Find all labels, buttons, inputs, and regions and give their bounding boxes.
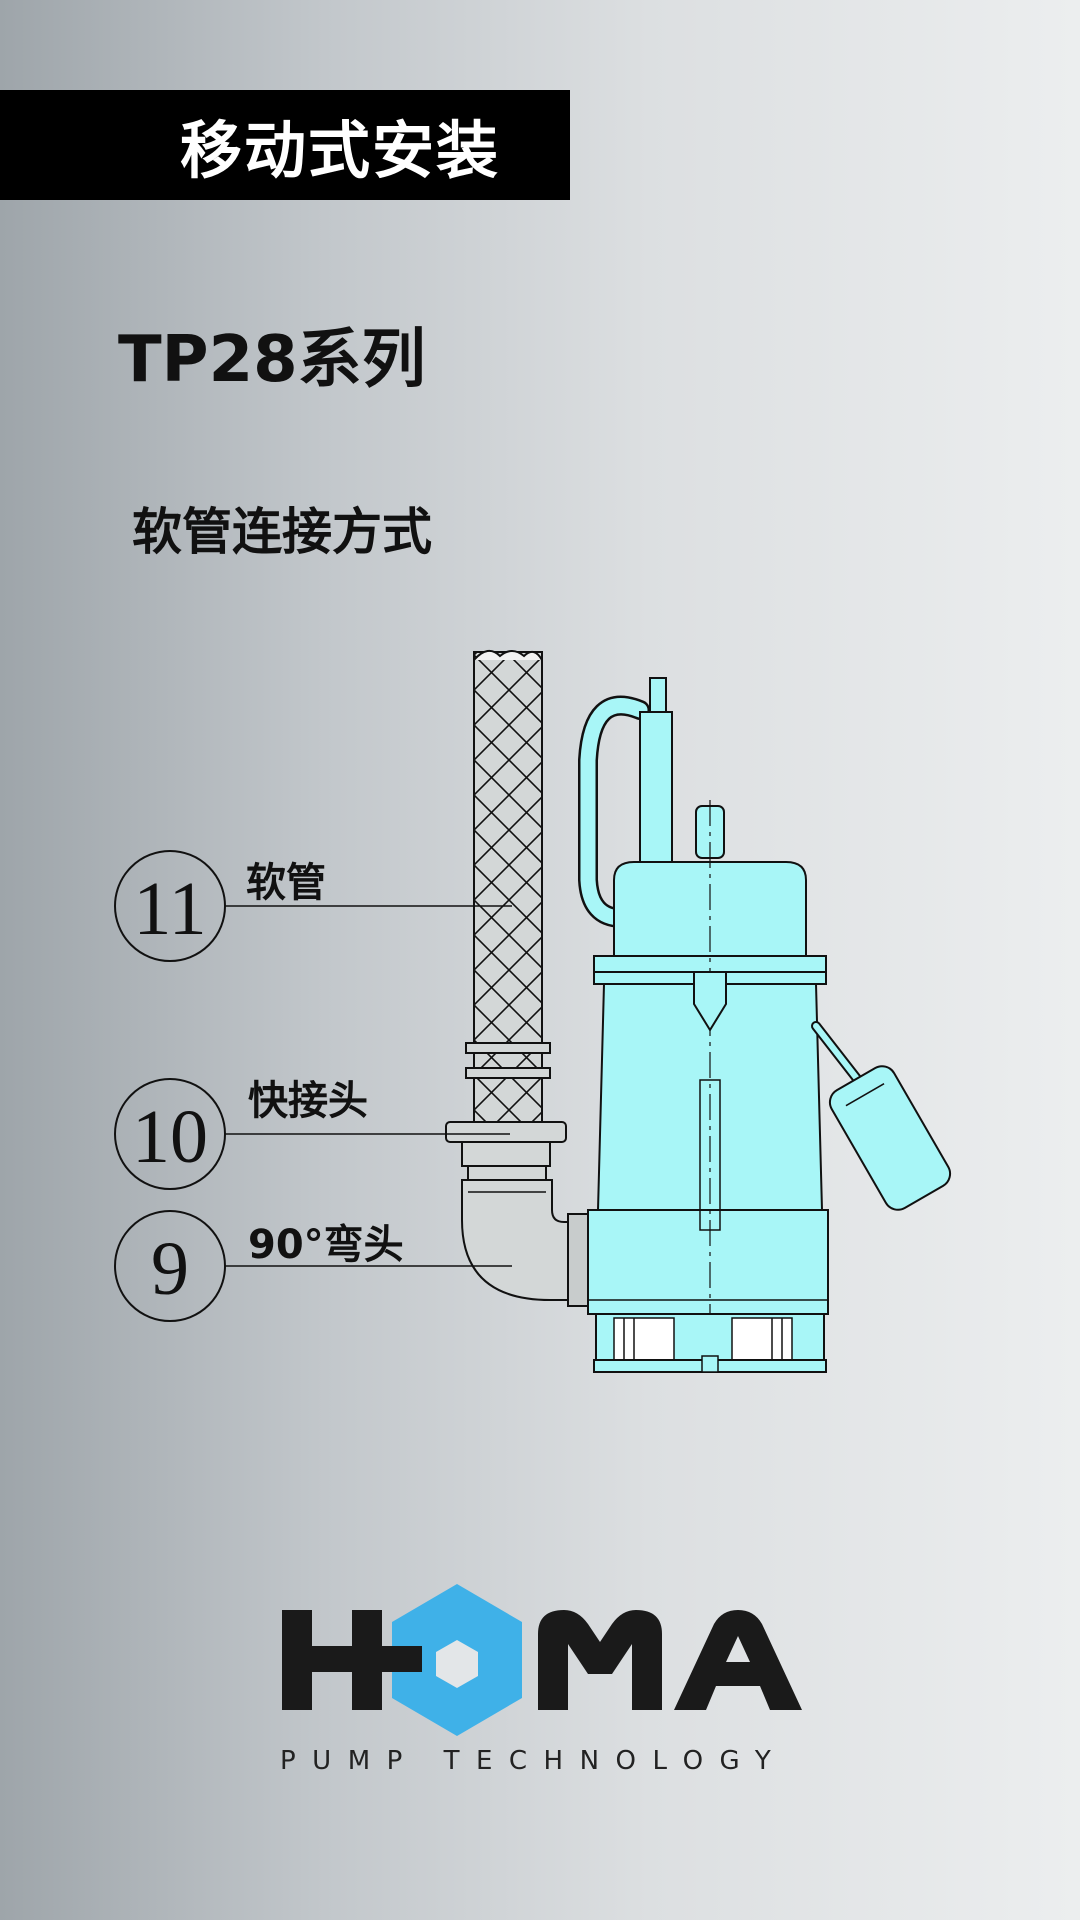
elbow-fitting [461,1179,591,1307]
banner-title: 移动式安装 [180,114,501,187]
header-banner: 移动式安装 [0,90,570,200]
homa-logo [282,1584,802,1736]
logo-letter-a [674,1610,802,1710]
brand-tagline: PUMP TECHNOLOGY [280,1746,788,1776]
callout-connector [114,1078,510,1190]
callout-number-11: 11 [133,867,206,951]
callout-hose [114,850,512,962]
callout-label-hose: 软管 [246,860,326,906]
submersible-pump [578,677,829,1373]
section-subtitle: 软管连接方式 [132,503,432,561]
series-title: TP28系列 [118,323,426,397]
logo-letter-h [282,1610,382,1710]
quick-connector [445,1121,567,1181]
logo-letter-m [538,1610,662,1710]
callout-label-connector: 快接头 [248,1078,368,1124]
float-switch [811,1021,952,1211]
logo-hexagon [382,1584,522,1736]
callout-label-elbow: 90°弯头 [248,1222,404,1268]
callout-elbow [114,1210,512,1322]
hose-clamp [465,1042,551,1079]
callout-number-9: 9 [151,1227,189,1311]
callout-number-10: 10 [132,1095,208,1179]
